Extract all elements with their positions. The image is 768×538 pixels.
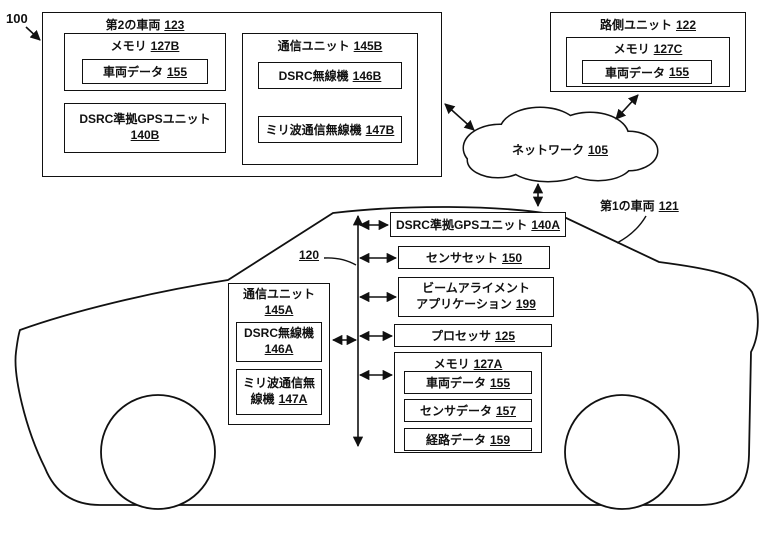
beam-app-num: 199 bbox=[515, 297, 536, 311]
memory-127b-num: 127B bbox=[150, 39, 180, 53]
gps-140b-num: 140B bbox=[130, 128, 160, 142]
memory-127c-num: 127C bbox=[653, 42, 683, 56]
rear-wheel bbox=[564, 394, 680, 510]
network-num: 105 bbox=[587, 143, 609, 157]
bus-ref-label: 120 bbox=[299, 248, 319, 262]
first-vehicle-title-num: 121 bbox=[658, 199, 679, 213]
memory-127c-text: メモリ bbox=[613, 42, 650, 56]
system-ref-label: 100 bbox=[6, 11, 28, 26]
mmwave-147b-num: 147B bbox=[365, 122, 395, 137]
gps-140a-num: 140A bbox=[531, 217, 561, 232]
vehicle2-network-arrow bbox=[444, 103, 475, 131]
vehicle-data-155a-num: 155 bbox=[489, 375, 511, 390]
mmwave-147a-line2-text: 線機 bbox=[250, 392, 275, 406]
vehicle-data-155-v2-text: 車両データ bbox=[102, 65, 163, 79]
beam-app-line2-text: アプリケーション bbox=[416, 297, 512, 311]
mmwave-147a-num: 147A bbox=[278, 392, 308, 406]
first-vehicle-title-text: 第1の車両 bbox=[600, 199, 655, 213]
roadside-title-num: 122 bbox=[675, 18, 697, 32]
roadside-title-text: 路側ユニット bbox=[599, 18, 672, 32]
vehicle-data-155-roadside-text: 車両データ bbox=[604, 65, 665, 80]
second-vehicle-title-text: 第2の車両 bbox=[105, 18, 161, 32]
comm-unit-145a-label: 通信ユニット 145A bbox=[228, 287, 330, 318]
leader-line-121 bbox=[616, 215, 647, 244]
gps-unit-140b-box: DSRC準拠GPSユニット 140B bbox=[64, 103, 226, 153]
leader-line-100 bbox=[25, 26, 41, 41]
sensor-data-text: センサデータ bbox=[419, 404, 492, 418]
second-vehicle-title-num: 123 bbox=[164, 18, 185, 32]
mmwave-147b-text: ミリ波通信無線機 bbox=[265, 123, 362, 137]
sensor-set-num: 150 bbox=[501, 250, 523, 265]
route-data-text: 経路データ bbox=[425, 433, 486, 447]
vehicle-data-155-roadside-num: 155 bbox=[668, 65, 690, 79]
dsrc-146a-num: 146A bbox=[264, 342, 294, 356]
processor-text: プロセッサ bbox=[430, 329, 491, 343]
comm-145b-num: 145B bbox=[353, 39, 383, 53]
roadside-network-arrow bbox=[615, 94, 639, 120]
vehicle-data-155a-text: 車両データ bbox=[425, 376, 486, 390]
network-text: ネットワーク bbox=[511, 143, 584, 157]
processor-num: 125 bbox=[494, 328, 516, 343]
bus-ref-num: 120 bbox=[299, 248, 320, 262]
route-data-num: 159 bbox=[489, 432, 511, 447]
sensor-data-num: 157 bbox=[495, 403, 517, 418]
gps-140b-text: DSRC準拠GPSユニット bbox=[79, 112, 211, 127]
memory-127a-text: メモリ bbox=[433, 357, 470, 371]
dsrc-radio-146a-box: DSRC無線機 146A bbox=[236, 322, 322, 362]
beam-app-line1: ビームアライメント bbox=[422, 281, 530, 296]
dsrc-146b-text: DSRC無線機 bbox=[278, 69, 349, 83]
comm-145a-num: 145A bbox=[264, 302, 294, 317]
mmwave-147a-line1: ミリ波通信無 bbox=[242, 376, 315, 391]
dsrc-146b-num: 146B bbox=[352, 68, 382, 83]
comm-145a-text: 通信ユニット bbox=[242, 287, 315, 301]
system-ref-num: 100 bbox=[6, 11, 28, 26]
vehicle-data-155-v2-num: 155 bbox=[166, 64, 188, 79]
memory-127b-text: メモリ bbox=[110, 39, 147, 53]
leader-line-120 bbox=[323, 257, 357, 266]
dsrc-146a-text: DSRC無線機 bbox=[243, 326, 314, 341]
sensor-set-text: センサセット bbox=[425, 251, 498, 265]
comm-145b-text: 通信ユニット bbox=[277, 39, 350, 53]
network-cloud-fill bbox=[464, 108, 657, 181]
comm-unit-145b-box bbox=[242, 33, 418, 165]
memory-127a-num: 127A bbox=[473, 357, 503, 371]
front-wheel bbox=[100, 394, 216, 510]
gps-140a-text: DSRC準拠GPSユニット bbox=[395, 218, 528, 232]
